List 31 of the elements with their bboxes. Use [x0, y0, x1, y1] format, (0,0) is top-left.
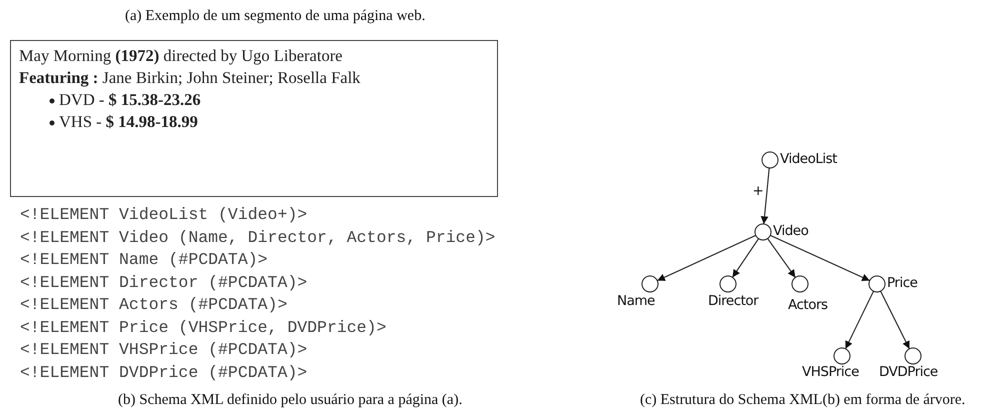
node-label: Video [773, 223, 808, 239]
arrow [767, 238, 796, 278]
node-label: VideoList [780, 151, 837, 167]
arrow [845, 290, 874, 350]
code-line: <!ELEMENT Name (#PCDATA)> [20, 250, 268, 269]
text-line: Featuring : Jane Birkin; John Steiner; Rosella Falk [19, 67, 362, 89]
code-line: <!ELEMENT Actors (#PCDATA)> [20, 295, 288, 314]
code-line: <!ELEMENT Director (#PCDATA)> [20, 272, 308, 292]
node-label: DVDPrice [879, 364, 938, 380]
arrow [732, 238, 759, 278]
code-line: <!ELEMENT VideoList (Video+)> [20, 205, 308, 224]
arrow [760, 168, 770, 224]
node-label: VHSPrice [802, 364, 859, 380]
caption: (a) Exemplo de um segmento de uma página web. [125, 8, 426, 25]
code-line: <!ELEMENT VHSPrice (#PCDATA)> [20, 340, 308, 359]
node-label: Price [887, 275, 918, 291]
code-line: <!ELEMENT Price (VHSPrice, DVDPrice)> [20, 318, 386, 336]
arrow [657, 234, 756, 282]
list-item-text: VHS - $ 14.98-18.99 [59, 112, 198, 131]
text-line: May Morning (1972) directed by Ugo Liberatore [19, 45, 344, 67]
arrow [880, 290, 910, 350]
node-label: Actors [788, 297, 828, 313]
arrow [770, 234, 870, 282]
web-page-segment [10, 40, 498, 197]
list-item-text: DVD - $ 15.38-23.26 [59, 90, 201, 109]
code-line: <!ELEMENT DVDPrice (#PCDATA)> [20, 362, 308, 382]
node-label: Director [708, 293, 758, 309]
code-line: <!ELEMENT Video (Name, Director, Actors, Price)> [20, 228, 496, 246]
caption: (b) Schema XML definido pelo usuário para a página (a). [118, 392, 462, 409]
node-label: Name [617, 293, 655, 309]
caption: (c) Estrutura do Schema XML(b) em forma de árvore. [640, 392, 966, 409]
